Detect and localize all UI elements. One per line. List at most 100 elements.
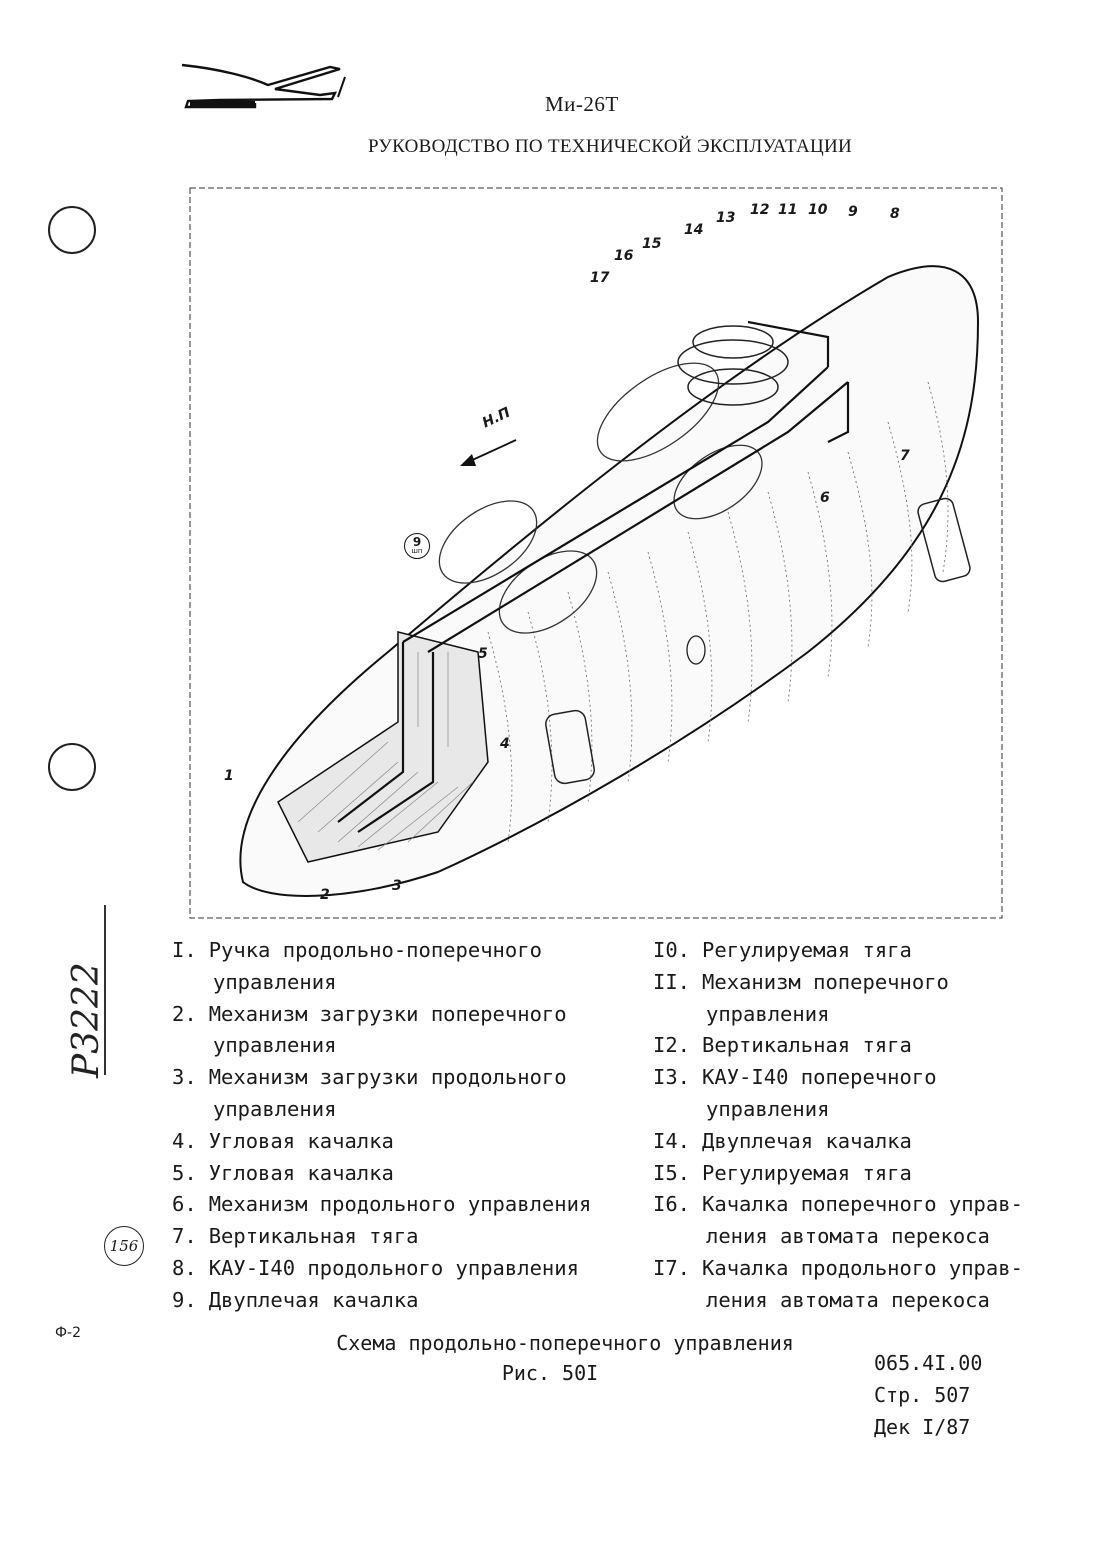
legend-item-cont: управления bbox=[172, 967, 642, 999]
callout-10: 10 bbox=[808, 202, 828, 218]
margin-underline bbox=[104, 905, 106, 1075]
figure-caption: Схема продольно-поперечного управления Р… bbox=[300, 1328, 830, 1388]
legend-item-number: 3. bbox=[172, 1065, 197, 1090]
legend-item-number: II. bbox=[653, 969, 691, 994]
legend-item-number: I0. bbox=[653, 938, 691, 962]
page-number: Стр. 507 bbox=[874, 1383, 971, 1407]
callout-8: 8 bbox=[890, 206, 900, 222]
circled-callout-number: 9 bbox=[412, 535, 422, 549]
legend-item-number: 2. bbox=[172, 1001, 197, 1026]
callout-4: 4 bbox=[500, 736, 510, 752]
legend-item-text: КАУ-I40 поперечного bbox=[702, 1065, 937, 1090]
legend-item-text-cont: управления bbox=[213, 969, 337, 994]
legend-item: 7. Вертикальная тяга bbox=[172, 1221, 642, 1253]
legend-item-cont: ления автомата перекоса bbox=[653, 1221, 1073, 1253]
legend-item-text-cont: ления автомата перекоса bbox=[706, 1287, 990, 1312]
legend-item: 5. Угловая качалка bbox=[172, 1158, 642, 1190]
callout-3: 3 bbox=[392, 878, 402, 894]
legend-item: I2. Вертикальная тяга bbox=[653, 1030, 1073, 1062]
legend-item: 4. Угловая качалка bbox=[172, 1126, 642, 1158]
legend-left: I.Ручка продольно-поперечного управления… bbox=[172, 935, 642, 1317]
callout-6: 6 bbox=[820, 490, 830, 506]
legend-item-number: I5. bbox=[653, 1160, 691, 1185]
callout-2: 2 bbox=[320, 887, 330, 903]
revision-date: Дек I/87 bbox=[874, 1415, 971, 1439]
legend-item-text: Двуплечая качалка bbox=[702, 1128, 912, 1153]
legend-right: I0. Регулируемая тяга II. Механизм попереч… bbox=[653, 935, 1073, 1317]
legend-item: I7. Качалка продольного управ- bbox=[653, 1253, 1073, 1285]
legend-item-text: Вертикальная тяга bbox=[702, 1033, 912, 1058]
legend-item-number: 7. bbox=[172, 1224, 197, 1249]
callout-17: 17 bbox=[590, 270, 610, 286]
legend-item-text: Регулируемая тяга bbox=[702, 938, 912, 962]
legend-item: 8. КАУ-I40 продольного управления bbox=[172, 1253, 642, 1285]
legend-item-cont: управления bbox=[172, 1030, 642, 1062]
callout-14: 14 bbox=[684, 222, 704, 238]
figure-caption-title: Схема продольно-поперечного управления bbox=[336, 1331, 794, 1355]
legend-item-number: 9. bbox=[172, 1287, 197, 1312]
callout-16: 16 bbox=[614, 248, 634, 264]
legend-item: 2. Механизм загрузки поперечного bbox=[172, 999, 642, 1031]
legend-item-number: I3. bbox=[653, 1065, 691, 1090]
legend-item-text: Качалка поперечного управ- bbox=[702, 1192, 1023, 1217]
legend-item-number: I6. bbox=[653, 1192, 691, 1217]
legend-item-text: Двуплечая качалка bbox=[208, 1287, 419, 1312]
legend-item-text: Механизм поперечного bbox=[702, 969, 949, 994]
callout-5: 5 bbox=[478, 646, 488, 662]
callout-1: 1 bbox=[224, 768, 234, 784]
callout-15: 15 bbox=[642, 236, 662, 252]
circled-callout-sublabel: шп bbox=[411, 547, 423, 555]
legend-item-text: Механизм продольного управления bbox=[208, 1192, 592, 1217]
model-title: Ми-26Т bbox=[545, 92, 619, 116]
legend-item-number: 4. bbox=[172, 1128, 197, 1153]
legend-item-cont: управления bbox=[653, 1094, 1073, 1126]
legend-item-text: Ручка продольно-поперечного bbox=[208, 938, 542, 962]
legend-item-cont: ления автомата перекоса bbox=[653, 1285, 1073, 1317]
legend-item: II. Механизм поперечного bbox=[653, 967, 1073, 999]
document-code: 065.4I.00 bbox=[874, 1351, 983, 1375]
form-code: Ф-2 bbox=[55, 1325, 82, 1341]
legend-item-text: Механизм загрузки поперечного bbox=[208, 1001, 567, 1026]
legend-item-text: Вертикальная тяга bbox=[208, 1224, 419, 1249]
legend-item: I5. Регулируемая тяга bbox=[653, 1158, 1073, 1190]
legend-item-text-cont: управления bbox=[213, 1033, 337, 1058]
legend-item-text: Регулируемая тяга bbox=[702, 1160, 912, 1185]
legend-item-number: I2. bbox=[653, 1033, 691, 1058]
legend-item: I0. Регулируемая тяга bbox=[653, 935, 1073, 967]
legend-item: 3. Механизм загрузки продольного bbox=[172, 1062, 642, 1094]
callout-9: 9 bbox=[848, 204, 858, 220]
legend-item-text: КАУ-I40 продольного управления bbox=[208, 1255, 579, 1280]
legend-item-text-cont: ления автомата перекоса bbox=[706, 1224, 990, 1249]
legend-item-number: I7. bbox=[653, 1255, 691, 1280]
binder-hole-top bbox=[48, 206, 96, 254]
control-system-diagram bbox=[189, 187, 1003, 919]
page-stamp: 156 bbox=[104, 1226, 144, 1266]
legend-item: I3. КАУ-I40 поперечного bbox=[653, 1062, 1073, 1094]
circled-callout-9: 9 шп bbox=[404, 533, 430, 559]
legend-item-text: Качалка продольного управ- bbox=[702, 1255, 1023, 1280]
legend-item-number: 6. bbox=[172, 1192, 197, 1217]
legend-item-text: Угловая качалка bbox=[208, 1128, 394, 1153]
legend-item: I4. Двуплечая качалка bbox=[653, 1126, 1073, 1158]
callout-13: 13 bbox=[716, 210, 736, 226]
manual-title: РУКОВОДСТВО ПО ТЕХНИЧЕСКОЙ ЭКСПЛУАТАЦИИ bbox=[368, 136, 853, 157]
legend-item-text-cont: управления bbox=[706, 1001, 830, 1026]
helicopter-logo-icon bbox=[181, 63, 346, 109]
legend-item-text: Угловая качалка bbox=[208, 1160, 394, 1185]
legend-item-text-cont: управления bbox=[706, 1096, 830, 1121]
legend-item: I.Ручка продольно-поперечного bbox=[172, 935, 642, 967]
legend-item-number: 8. bbox=[172, 1255, 197, 1280]
legend-item-text-cont: управления bbox=[213, 1096, 337, 1121]
legend-item-number: I4. bbox=[653, 1128, 691, 1153]
figure-number: Рис. 50I bbox=[501, 1361, 599, 1385]
legend-item-cont: управления bbox=[653, 999, 1073, 1031]
document-reference: 065.4I.00 Стр. 507 Дек I/87 bbox=[874, 1347, 982, 1443]
callout-12: 12 bbox=[750, 202, 770, 218]
callout-7: 7 bbox=[900, 448, 910, 464]
legend-item: 6. Механизм продольного управления bbox=[172, 1189, 642, 1221]
legend-item-cont: управления bbox=[172, 1094, 642, 1126]
legend-item-text: Механизм загрузки продольного bbox=[208, 1065, 567, 1090]
legend-item-number: 5. bbox=[172, 1160, 197, 1185]
legend-item: I6. Качалка поперечного управ- bbox=[653, 1189, 1073, 1221]
handwritten-margin-note: Р3222 bbox=[66, 962, 107, 1078]
